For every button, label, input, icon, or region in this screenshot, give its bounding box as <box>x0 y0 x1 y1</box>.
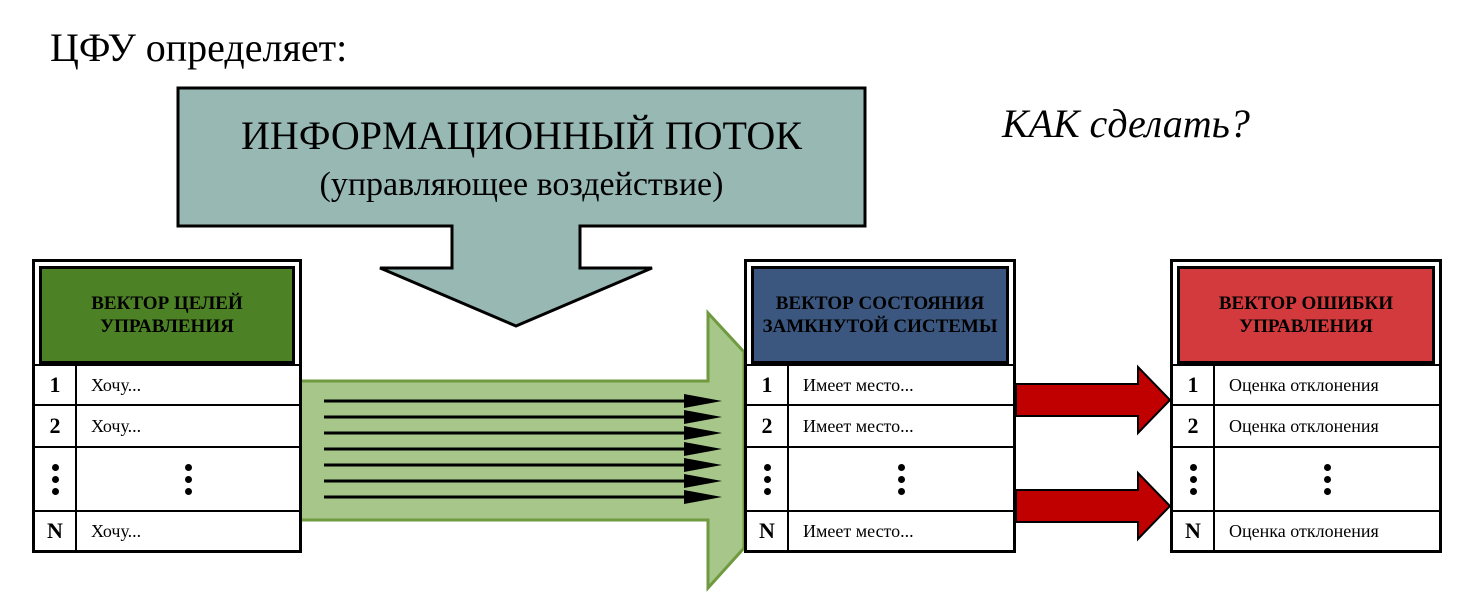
row-index: 2 <box>1173 406 1215 446</box>
error-table-header: ВЕКТОР ОШИБКИ УПРАВЛЕНИЯ <box>1177 266 1435 364</box>
ellipsis-icon <box>747 448 789 510</box>
table-row: 2 Имеет место... <box>747 404 1013 446</box>
goals-table-header-text: ВЕКТОР ЦЕЛЕЙ УПРАВЛЕНИЯ <box>91 293 243 337</box>
red-arrow-lower <box>1015 470 1172 542</box>
row-text: Хочу... <box>91 374 142 395</box>
table-row: 1 Хочу... <box>35 364 299 404</box>
error-table: ВЕКТОР ОШИБКИ УПРАВЛЕНИЯ 1 Оценка отклон… <box>1170 259 1442 553</box>
row-text: Хочу... <box>91 415 142 436</box>
table-row <box>747 446 1013 510</box>
row-index: N <box>747 512 789 550</box>
info-flow-arrow <box>176 86 867 328</box>
state-table-header-text: ВЕКТОР СОСТОЯНИЯ ЗАМКНУТОЙ СИСТЕМЫ <box>762 293 998 337</box>
row-index: 1 <box>35 366 77 404</box>
row-text: Оценка отклонения <box>1229 520 1379 541</box>
table-row <box>1173 446 1439 510</box>
ellipsis-icon <box>77 448 299 510</box>
goals-table-header: ВЕКТОР ЦЕЛЕЙ УПРАВЛЕНИЯ <box>39 266 295 364</box>
row-index: 2 <box>747 406 789 446</box>
page-title: ЦФУ определяет: <box>50 25 348 70</box>
table-row: 2 Оценка отклонения <box>1173 404 1439 446</box>
state-table: ВЕКТОР СОСТОЯНИЯ ЗАМКНУТОЙ СИСТЕМЫ 1 Име… <box>744 259 1016 553</box>
table-row: N Оценка отклонения <box>1173 510 1439 550</box>
table-row <box>35 446 299 510</box>
table-row: 1 Оценка отклонения <box>1173 364 1439 404</box>
row-index: N <box>35 512 77 550</box>
ellipsis-icon <box>1173 448 1215 510</box>
goals-table: ВЕКТОР ЦЕЛЕЙ УПРАВЛЕНИЯ 1 Хочу... 2 Хочу… <box>32 259 302 553</box>
info-flow-title: ИНФОРМАЦИОННЫЙ ПОТОК <box>241 113 802 158</box>
info-flow-subtitle: (управляющее воздействие) <box>319 166 724 203</box>
row-index: 1 <box>1173 366 1215 404</box>
red-arrow-upper <box>1015 364 1172 436</box>
row-index: 2 <box>35 406 77 446</box>
state-table-header: ВЕКТОР СОСТОЯНИЯ ЗАМКНУТОЙ СИСТЕМЫ <box>751 266 1009 364</box>
row-text: Оценка отклонения <box>1229 374 1379 395</box>
question-text: КАК сделать? <box>1002 101 1250 146</box>
table-row: 2 Хочу... <box>35 404 299 446</box>
error-table-header-text: ВЕКТОР ОШИБКИ УПРАВЛЕНИЯ <box>1218 293 1394 337</box>
row-index: N <box>1173 512 1215 550</box>
table-row: 1 Имеет место... <box>747 364 1013 404</box>
row-text: Имеет место... <box>803 374 914 395</box>
row-index: 1 <box>747 366 789 404</box>
table-row: N Имеет место... <box>747 510 1013 550</box>
row-text: Имеет место... <box>803 415 914 436</box>
ellipsis-icon <box>1215 448 1439 510</box>
signal-lines <box>324 394 722 504</box>
ellipsis-icon <box>35 448 77 510</box>
table-row: N Хочу... <box>35 510 299 550</box>
row-text: Оценка отклонения <box>1229 415 1379 436</box>
row-text: Хочу... <box>91 520 142 541</box>
ellipsis-icon <box>789 448 1013 510</box>
row-text: Имеет место... <box>803 520 914 541</box>
